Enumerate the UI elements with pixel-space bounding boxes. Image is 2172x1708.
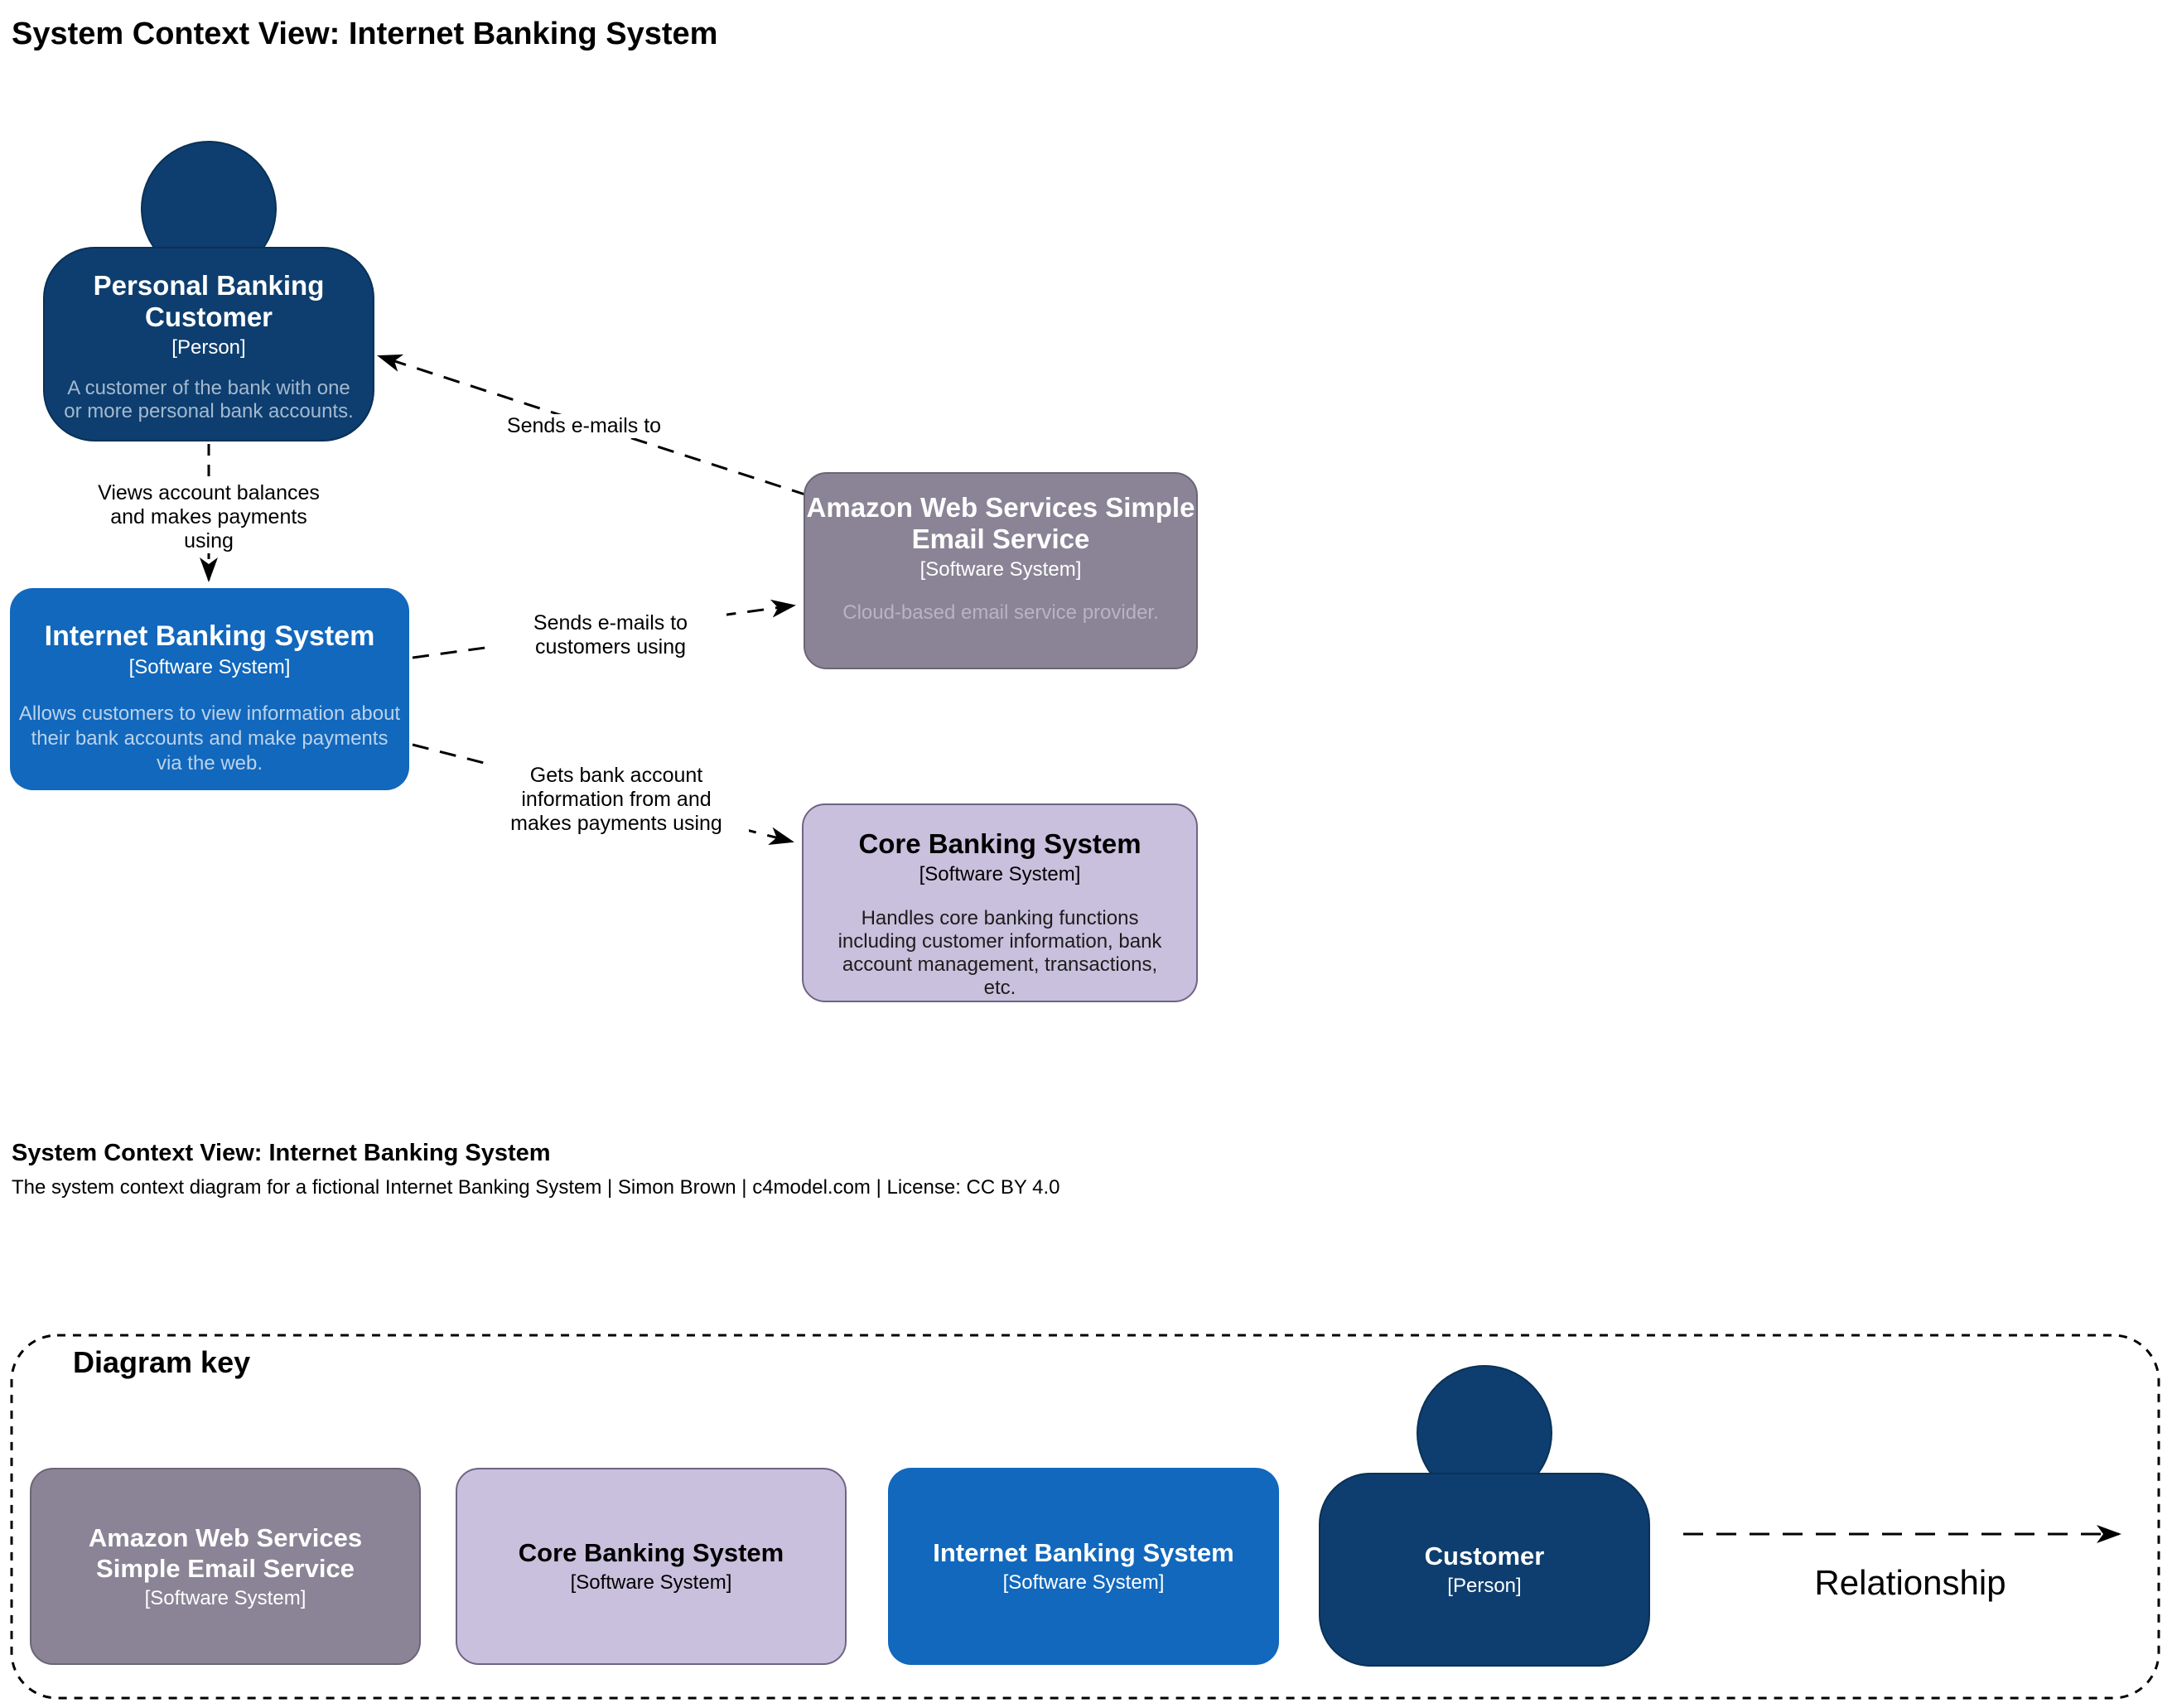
node-description: Allows customers to view information abo…	[18, 702, 401, 774]
diagram-key-border	[10, 1334, 2160, 1700]
person-body: Customer [Person]	[1319, 1473, 1650, 1667]
key-item-aws-simple-email-service: Amazon Web Services Simple Email Service…	[30, 1468, 421, 1665]
node-aws-simple-email-service: Amazon Web Services Simple Email Service…	[804, 472, 1198, 669]
node-description: Cloud-based email service provider.	[842, 601, 1159, 624]
key-relationship-label: Relationship	[1814, 1563, 2006, 1602]
node-description: A customer of the bank with one or more …	[64, 377, 354, 422]
key-item-meta: [Software System]	[1002, 1571, 1165, 1594]
relationship-label-customer-to-ibs: Views account balances and makes payment…	[76, 481, 341, 553]
key-item-meta: [Person]	[1447, 1575, 1522, 1597]
key-item-core-banking-system: Core Banking System [Software System]	[456, 1468, 847, 1665]
node-core-banking-system: Core Banking System [Software System] Ha…	[802, 803, 1198, 1002]
node-description: Handles core banking functions including…	[837, 907, 1162, 999]
relationship-label-ibs-to-ses: Sends e-mails to customers using	[495, 611, 726, 659]
node-title: Core Banking System	[858, 828, 1142, 859]
page-title: System Context View: Internet Banking Sy…	[12, 17, 718, 51]
caption-title: System Context View: Internet Banking Sy…	[12, 1140, 551, 1166]
relationship-line-ses-to-customer	[377, 354, 808, 497]
node-title: Personal Banking Customer	[93, 270, 325, 332]
diagram-key-title: Diagram key	[73, 1345, 251, 1379]
key-item-meta: [Software System]	[144, 1586, 306, 1609]
node-meta: [Person]	[171, 336, 246, 359]
relationship-label-ibs-to-core: Gets bank account information from and m…	[484, 764, 749, 836]
key-item-title: Internet Banking System	[933, 1538, 1234, 1567]
caption-subtitle: The system context diagram for a fiction…	[12, 1176, 1060, 1199]
person-body: Personal Banking Customer [Person] A cus…	[43, 247, 374, 441]
node-meta: [Software System]	[128, 656, 291, 678]
node-personal-banking-customer: Personal Banking Customer [Person] A cus…	[43, 141, 374, 443]
key-item-title: Customer	[1424, 1542, 1545, 1570]
relationship-line-ibs-to-ses	[412, 599, 796, 659]
node-title: Amazon Web Services Simple Email Service	[806, 492, 1195, 554]
key-item-meta: [Software System]	[570, 1571, 732, 1594]
node-meta: [Software System]	[919, 558, 1082, 581]
node-title: Internet Banking System	[44, 620, 375, 652]
key-item-title: Amazon Web Services Simple Email Service	[88, 1522, 363, 1583]
node-meta: [Software System]	[919, 863, 1081, 885]
key-item-internet-banking-system: Internet Banking System [Software System…	[888, 1468, 1279, 1665]
node-internet-banking-system: Internet Banking System [Software System…	[10, 588, 409, 790]
relationship-label-ses-to-customer: Sends e-mails to	[476, 414, 692, 438]
key-item-title: Core Banking System	[518, 1538, 784, 1567]
